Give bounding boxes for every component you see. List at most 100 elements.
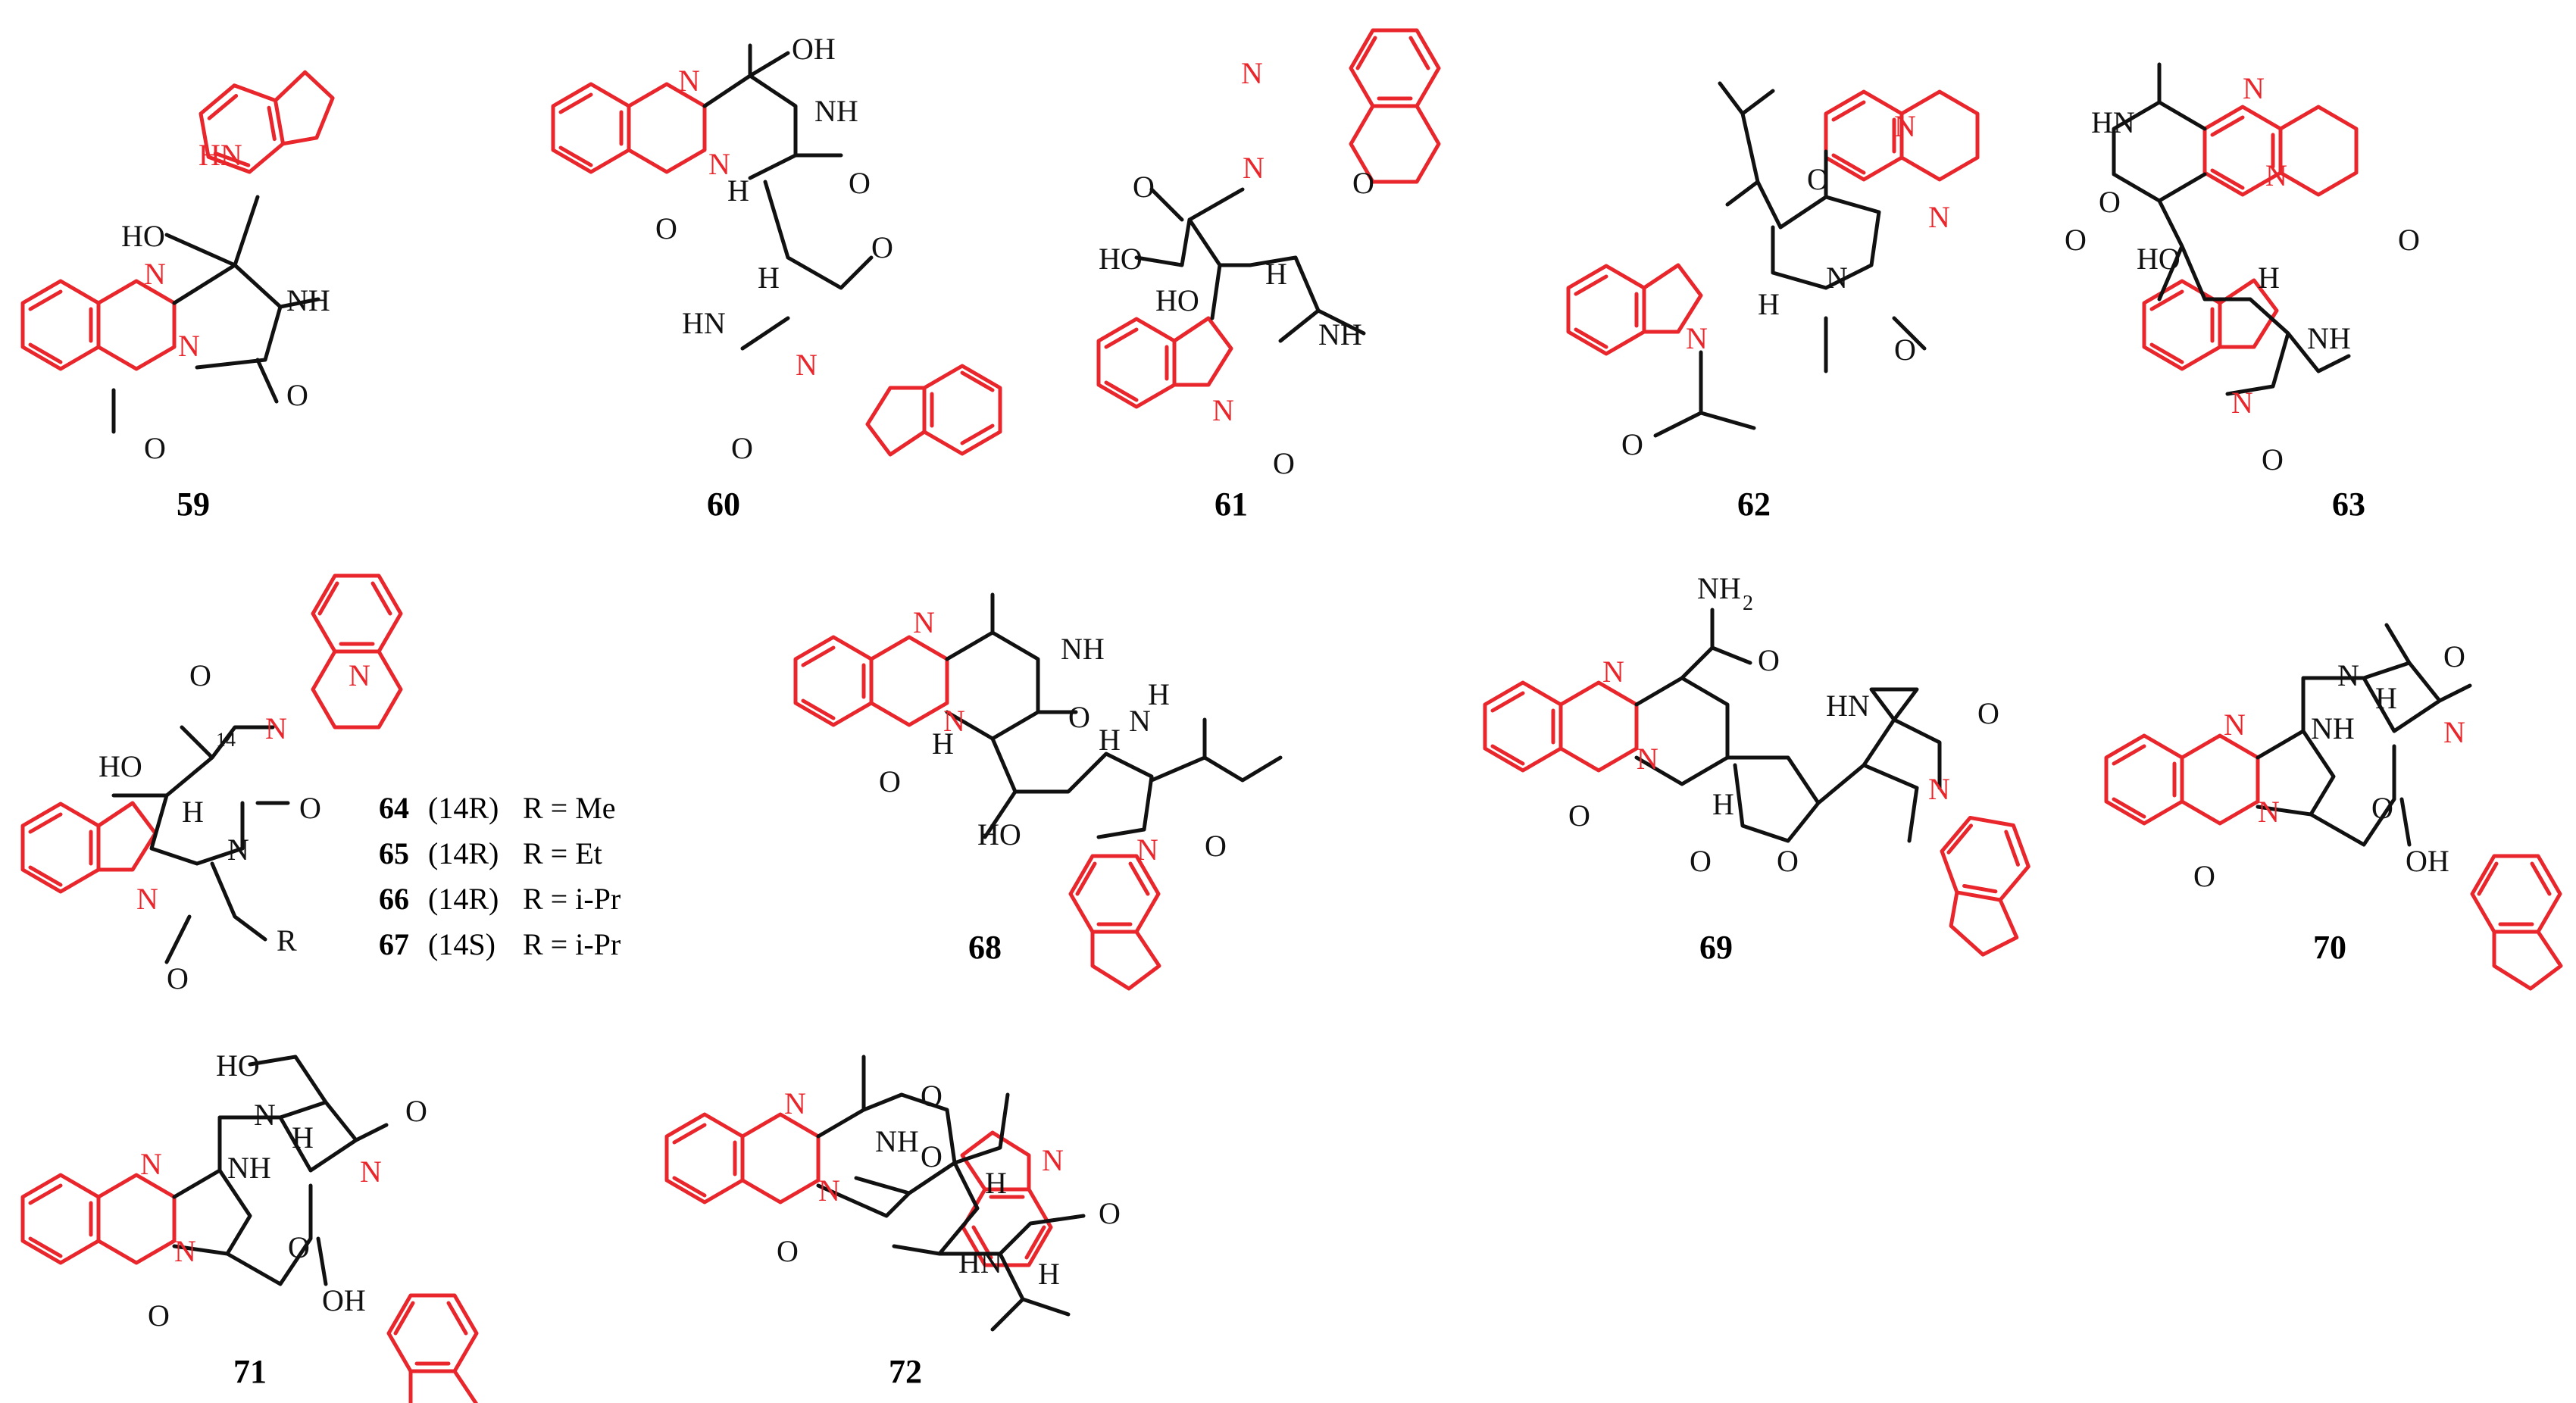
label-70-n2: N [2258,795,2280,829]
label-70-nh: NH [2311,711,2355,745]
label-60-n1: N [678,64,700,98]
label-70-n4: N [2443,715,2465,749]
label-59-hn: HN [199,138,242,172]
label-72-n3: N [1042,1143,1064,1177]
label-72-o3: O [921,1139,943,1173]
compound-72: N N O O NH O H N O HN H 72 [667,1055,1121,1390]
label-68-o1: O [879,764,901,798]
compound-64-67: O N N 14 HO H O N N O R 64 (14R) R = Me … [23,576,621,995]
compound-number-70: 70 [2313,929,2346,966]
label-69-o2: O [1977,696,1999,730]
variant-67-r: R = i-Pr [523,927,621,961]
label-61-n3: N [1212,393,1234,427]
label-6467-ho: HO [98,749,142,783]
compound-number-59: 59 [177,486,210,523]
label-69-nh2: NH [1697,571,1741,605]
label-72-h2: H [1038,1257,1060,1291]
label-59-o1: O [144,431,166,465]
label-70-oh: OH [2406,844,2449,878]
label-60-o3: O [731,431,753,465]
label-63-o2: O [2398,223,2420,257]
label-68-h3: H [1148,677,1170,711]
variant-65: 65 (14R) R = Et [379,836,602,870]
label-60-o2: O [849,166,871,200]
variant-64-number: 64 [379,791,409,825]
label-69-o: O [1758,643,1780,677]
compound-number-62: 62 [1737,486,1771,523]
label-62-n4: N [1686,321,1708,355]
label-63-o1: O [2099,185,2121,219]
label-68-nh2: N [1129,704,1151,738]
label-61-ho2: HO [1155,283,1199,317]
label-60-o1: O [655,211,677,245]
label-62-o3: O [1621,427,1643,461]
label-61-h: H [1265,257,1287,291]
label-70-o2: O [2371,791,2393,825]
label-63-ho: HO [2137,242,2181,276]
compound-number-69: 69 [1699,929,1733,966]
label-68-n1: N [913,605,935,639]
label-63-hn: HN [2091,105,2135,139]
label-71-o2: O [288,1230,310,1264]
compound-number-71: 71 [233,1353,267,1390]
variant-65-config: (14R) [428,836,499,870]
label-60-h: H [727,173,749,208]
label-72-o4: O [1099,1196,1121,1230]
label-72-hn: HN [958,1245,1002,1280]
label-71-n4: N [360,1155,382,1189]
label-63-h: H [2258,261,2280,295]
variant-66-config: (14R) [428,882,499,916]
label-60-ome: O [871,230,893,264]
label-63-nh: NH [2307,321,2351,355]
compound-number-72: 72 [889,1353,922,1390]
label-69-n3: N [1928,772,1950,806]
label-71-nh: NH [227,1151,271,1185]
variant-65-number: 65 [379,836,409,870]
variant-66: 66 (14R) R = i-Pr [379,882,621,916]
label-71-n1: N [140,1147,162,1181]
label-69-o1: O [1568,798,1590,833]
label-60-h2: H [758,261,780,295]
label-61-nh: NH [1318,317,1362,352]
label-60-n3: N [796,348,818,382]
label-59-n2: N [178,329,200,363]
label-63-n2: N [2265,158,2287,192]
label-70-h: H [2375,681,2397,715]
label-59-ho: HO [121,219,165,253]
label-6467-c14: 14 [216,729,236,751]
label-72-o1: O [777,1234,799,1268]
label-69-sub2: 2 [1743,592,1753,615]
label-68-o2: O [1068,700,1090,734]
label-68-o3: O [1205,829,1227,863]
label-61-n1: N [1241,56,1263,90]
label-70-o1: O [2193,859,2215,893]
label-69-o4: O [1777,844,1799,878]
label-69-o3: O [1690,844,1712,878]
label-61-n2: N [1243,151,1265,185]
label-72-n2: N [818,1173,840,1208]
label-6467-n1: N [349,658,370,692]
compound-number-63: 63 [2332,486,2365,523]
label-6467-n4: N [136,882,158,916]
label-68-nh: NH [1061,632,1105,666]
label-70-n1: N [2224,708,2246,742]
variant-64-config: (14R) [428,791,499,825]
label-72-o2: O [921,1079,943,1113]
label-62-n2: N [1928,200,1950,234]
compound-number-61: 61 [1215,486,1248,523]
variant-65-r: R = Et [523,836,602,870]
label-60-hn: HN [682,306,726,340]
variant-67: 67 (14S) R = i-Pr [379,927,621,961]
label-72-n1: N [784,1086,806,1120]
label-69-hn: HN [1826,689,1870,723]
compound-71: HO O N N O NH H N N O OH 71 [23,1048,477,1403]
label-71-o1: O [148,1298,170,1333]
variant-67-number: 67 [379,927,409,961]
label-68-n2: N [943,704,965,738]
variant-64: 64 (14R) R = Me [379,791,616,825]
compound-69: NH 2 O N N O HN O N H O O 69 [1485,571,2036,966]
compound-63: HN N N O O HO H NH N O 63 [2091,62,2420,523]
label-71-n3: N [254,1098,276,1132]
compound-60: OH NH N N O O H O HN N O H 60 [553,32,1000,523]
label-68-h: H [932,726,954,761]
